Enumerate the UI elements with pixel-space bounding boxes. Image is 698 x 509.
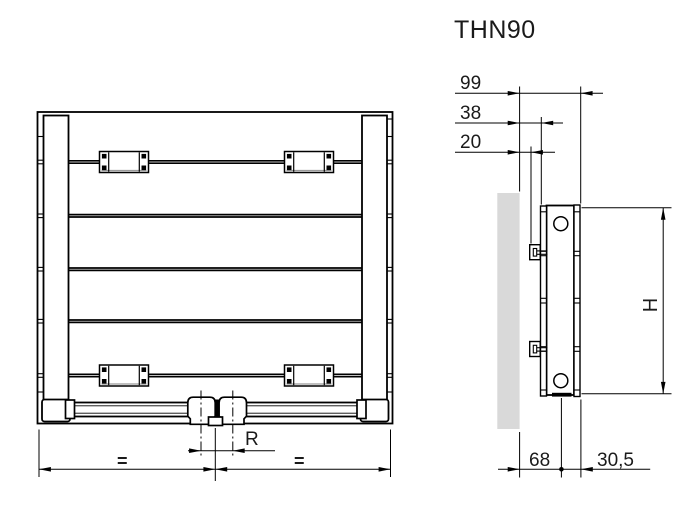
equal-half-right-label: = [294,451,305,471]
dimension-38 [455,120,563,126]
left-collector-column [42,114,70,401]
front-rail-side [573,204,581,398]
dimension-20 [455,150,555,155]
mounting-bracket-bottom-left [98,364,150,387]
equal-half-left-label: = [117,451,128,471]
dimension-equal-width [38,428,391,481]
side-view [455,86,672,478]
drain-plug [207,416,224,427]
valve-centerlines [200,390,234,457]
mounting-bracket-bottom-right [283,364,335,387]
collector-body-side [545,204,575,396]
dim-height-label: H [640,297,662,313]
bottom-port-circle [553,372,569,389]
mounting-bracket-top-left [98,150,150,174]
dim-38-label: 38 [460,102,482,124]
dimension-h [581,207,672,395]
tube-row-1 [68,159,362,165]
top-port-circle [553,215,569,232]
left-edge-strip [37,135,44,393]
top-extension-lines [519,86,582,244]
dim-99-label: 99 [460,73,482,94]
tube-row-2 [68,213,362,218]
bottom-connection-plate [552,392,572,397]
right-edge-strip [387,118,393,393]
dimension-r [188,448,275,453]
back-rail-side [539,205,548,397]
tube-row-5 [68,373,362,378]
wall-section [497,193,520,429]
tube-row-4 [68,319,362,324]
tube-row-3 [68,267,362,272]
dim-68-label: 68 [529,449,551,471]
dim-30-5-label: 30,5 [597,449,634,471]
valve-nipple [215,399,220,423]
right-collector-column [361,114,388,401]
front-view [36,111,394,481]
dim-20-label: 20 [460,132,482,153]
dimension-68-30-5 [498,398,651,478]
drawing-title: THN90 [454,16,536,44]
dim-r-label: R [245,428,259,450]
mounting-bracket-top-right [283,150,335,174]
dimension-99 [455,91,603,96]
